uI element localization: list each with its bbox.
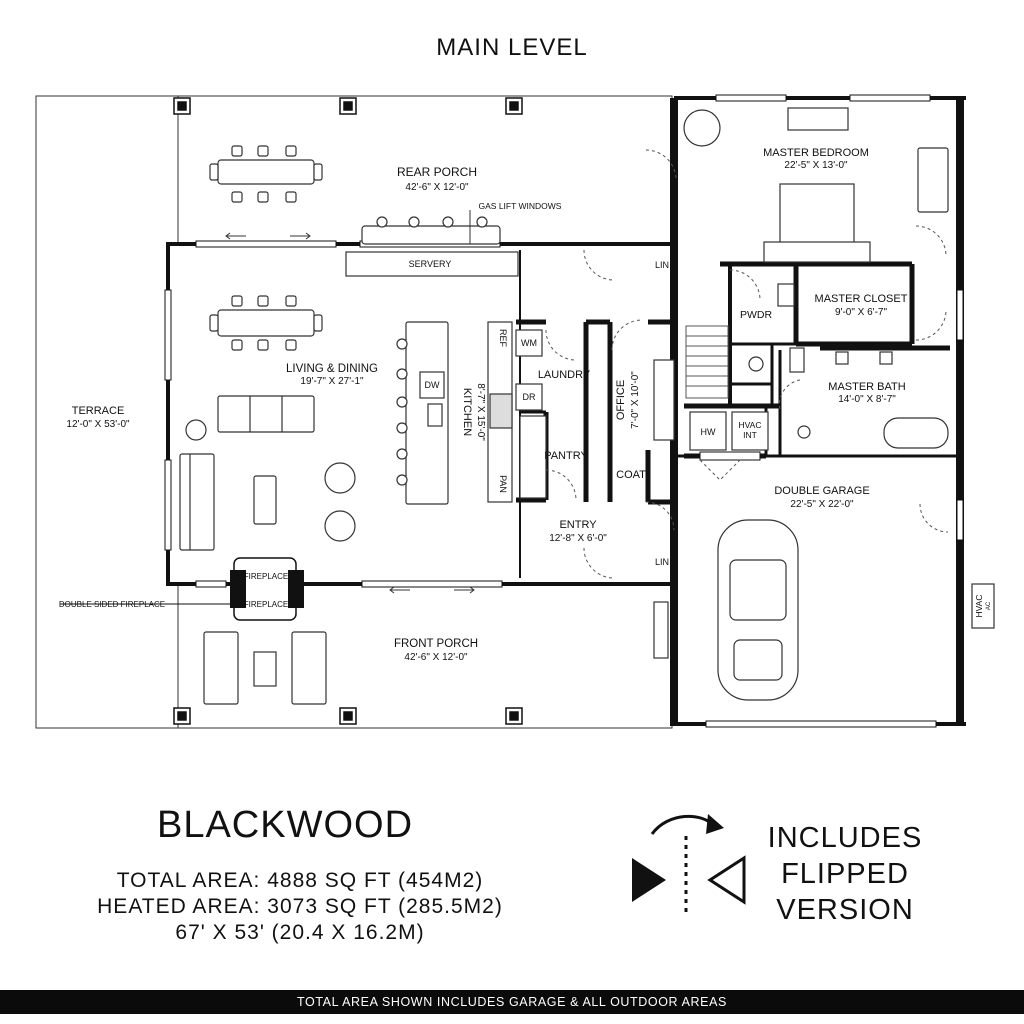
master-bedroom-label: MASTER BEDROOM [763,147,869,159]
terrace-label: TERRACE [72,405,125,417]
flipped-line-2: FLIPPED [781,858,909,890]
powder-room-label: PWDR [740,309,772,321]
slider-arrows [225,210,475,594]
floor-plan-drawing: FIREPLACE FIREPLACE DOUBLE SIDED FIREPLA… [35,94,995,729]
linen-top-label: LIN [655,260,669,270]
plan-stats: TOTAL AREA: 4888 SQ FT (454M2) HEATED AR… [80,868,520,946]
master-bath-label: MASTER BATH [828,381,905,393]
outdoor-boundary [35,95,673,729]
hvac-ac-label-1: HVAC [974,595,984,618]
hw-label: HW [701,427,716,437]
hvac-int-label-1: HVAC [739,420,762,430]
office-label: OFFICE [615,380,627,420]
flipped-line-1: INCLUDES [767,822,923,854]
furniture [179,107,995,705]
flipped-version-note: INCLUDES FLIPPED VERSION [760,820,930,928]
total-area: TOTAL AREA: 4888 SQ FT (454M2) [116,869,484,892]
flip-arrow-icon [632,814,746,914]
rear-porch-dims: 42'-6" X 12'-0" [405,182,469,193]
master-closet-label: MASTER CLOSET [815,293,908,305]
footer-banner: TOTAL AREA SHOWN INCLUDES GARAGE & ALL O… [0,990,1024,1014]
ref-label: REF [498,329,508,348]
living-dining-label: LIVING & DINING [286,363,378,375]
flipped-line-3: VERSION [776,894,914,926]
plan-dimensions: 67' X 53' (20.4 X 16.2M) [175,921,425,944]
rear-porch-label: REAR PORCH [397,165,477,179]
terrace-dims: 12'-0" X 53'-0" [66,419,130,430]
double-fireplace-label: DOUBLE SIDED FIREPLACE [59,600,165,609]
fireplace-label-bottom: FIREPLACE [244,600,288,609]
porch-posts [173,97,523,725]
door-swings [545,149,949,579]
dw-label: DW [425,380,440,390]
double-garage-label: DOUBLE GARAGE [774,485,869,497]
kitchen-label: KITCHEN [461,388,473,436]
servery-label: SERVERY [409,259,452,269]
plan-name: BLACKWOOD [156,804,414,846]
coat-label: COAT [616,469,646,481]
fireplace-label-top: FIREPLACE [244,572,288,581]
entry-label: ENTRY [559,519,597,531]
laundry-label: LAUNDRY [538,369,591,381]
linen-bottom-label: LIN [655,557,669,567]
entry-dims: 12'-8" X 6'-0" [549,533,607,544]
kitchen-dims: 8'-7" X 15'-0" [475,383,486,441]
heated-area: HEATED AREA: 3073 SQ FT (285.5M2) [97,895,503,918]
master-bath-dims: 14'-0" X 8'-7" [838,394,896,405]
hvac-ac-label-2: AC [986,601,992,610]
office-dims: 7'-0" X 10'-0" [630,371,641,429]
pantry-label: PANTRY [544,450,588,462]
front-porch-label: FRONT PORCH [394,638,478,650]
pan-label: PAN [498,475,508,493]
hvac-int-label-2: INT [743,430,757,440]
wm-label: WM [521,338,537,348]
master-closet-dims: 9'-0" X 6'-7" [835,307,888,318]
living-dining-dims: 19'-7" X 27'-1" [300,376,364,387]
room-labels: REAR PORCH 42'-6" X 12'-0" GAS LIFT WIND… [66,147,992,663]
double-garage-dims: 22'-5" X 22'-0" [790,499,854,510]
gas-lift-label: GAS LIFT WINDOWS [479,201,562,211]
dr-label: DR [523,392,536,402]
master-bedroom-dims: 22'-5" X 13'-0" [784,160,848,171]
plan-level-title: MAIN LEVEL [436,34,588,61]
fireplace: FIREPLACE FIREPLACE DOUBLE SIDED FIREPLA… [59,557,304,621]
front-porch-dims: 42'-6" X 12'-0" [404,652,468,663]
